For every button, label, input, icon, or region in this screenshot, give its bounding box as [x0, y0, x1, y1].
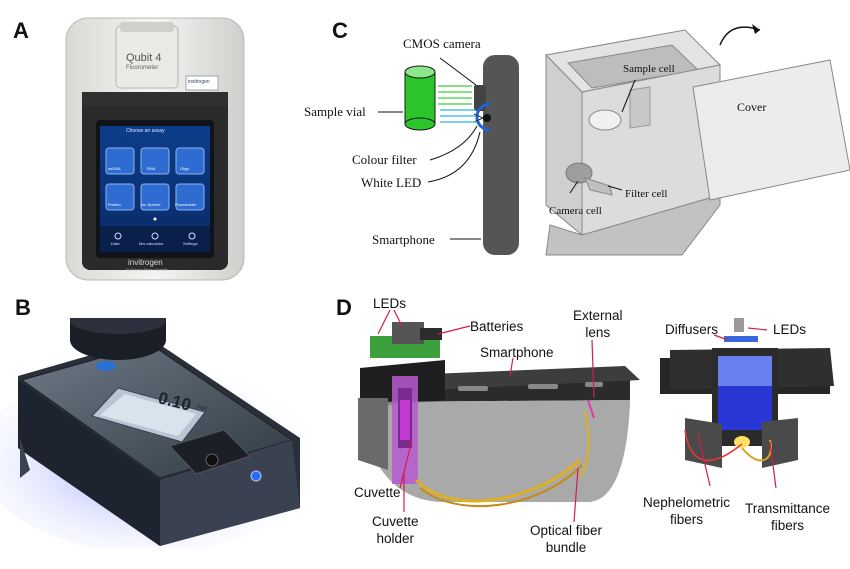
- label-cuvette-holder: Cuvette holder: [372, 513, 419, 547]
- label-transmittance-fibers-text: Transmittance fibers: [745, 501, 831, 533]
- qubit-device-illustration: [65, 17, 245, 281]
- label-nephelometric-fibers-text: Nephelometric fibers: [643, 495, 731, 527]
- label-cuvette: Cuvette: [354, 485, 401, 500]
- label-batteries: Batteries: [470, 319, 524, 334]
- panel-a-figure: [60, 12, 250, 287]
- label-nephelometric-fibers: Nephelometric fibers: [643, 494, 730, 528]
- label-external-lens-text: External lens: [573, 308, 623, 340]
- label-cmos-camera: CMOS camera: [403, 36, 481, 51]
- left-assembly: [358, 322, 640, 508]
- smartphone-turbidimeter-illustration: [358, 309, 834, 523]
- label-smartphone-d: Smartphone: [480, 345, 554, 360]
- panel-c-figure: [300, 0, 850, 290]
- label-cover: Cover: [737, 100, 767, 114]
- smartphone-colorimeter-schematic: [378, 24, 850, 256]
- label-external-lens: External lens: [573, 307, 623, 341]
- tile-label-protein: Protein: [108, 202, 121, 207]
- label-camera-cell: Camera cell: [549, 205, 602, 217]
- panel-letter-a: A: [13, 18, 29, 43]
- tile-label-ion-sphere: Ion Sphere: [141, 202, 161, 207]
- right-assembly: [660, 318, 834, 468]
- tile-label-fluorometer: Fluorometer: [175, 202, 197, 207]
- tile-label-rna: RNA: [147, 166, 156, 171]
- footer-brand: invitrogen: [128, 258, 163, 267]
- colorimeter-device-illustration: [0, 306, 320, 553]
- footer-sub: by Thermo Fisher Scientific: [126, 268, 169, 272]
- bottom-item-settings: Settings: [183, 241, 198, 246]
- panel-letter-d: D: [336, 295, 352, 320]
- label-sample-vial: Sample vial: [304, 104, 366, 119]
- tile-label-oligo: Oligo: [180, 166, 190, 171]
- label-leds-left: LEDs: [373, 296, 407, 311]
- cuvette-shape: [400, 400, 410, 440]
- cover-shape: [692, 59, 850, 201]
- label-cuvette-holder-text: Cuvette holder: [372, 514, 419, 546]
- leader-lines-d: [377, 309, 777, 523]
- label-white-led: White LED: [361, 175, 422, 190]
- label-leds-right: LEDs: [773, 322, 807, 337]
- qubit-brand-sub: Fluorometer: [126, 65, 159, 71]
- panel-letter-b: B: [15, 295, 31, 320]
- qubit-tag-label: invitrogen: [188, 79, 210, 85]
- sample-vial-shape: [404, 65, 436, 131]
- screen-title: Choose an assay: [126, 128, 165, 134]
- qubit-brand-label: Qubit 4: [126, 52, 161, 64]
- label-smartphone-c: Smartphone: [372, 232, 435, 247]
- qubit-brand-line1: Qubit 4: [126, 52, 162, 64]
- label-diffusers: Diffusers: [665, 322, 719, 337]
- grille-pattern: [82, 92, 228, 106]
- blue-light-arrows: [440, 109, 476, 123]
- colour-filter-shape: [475, 102, 491, 132]
- label-optical-fiber-bundle-text: Optical fiber bundle: [530, 523, 603, 555]
- label-filter-cell: Filter cell: [625, 188, 668, 200]
- assay-tiles: [105, 147, 205, 211]
- bottom-item-data: Data: [111, 241, 120, 246]
- panel-letter-c: C: [332, 18, 348, 43]
- label-optical-fiber-bundle: Optical fiber bundle: [530, 522, 602, 556]
- label-transmittance-fibers: Transmittance fibers: [745, 500, 830, 534]
- smartphone-body-shape: [483, 55, 519, 255]
- green-light-arrows: [438, 85, 472, 105]
- label-colour-filter: Colour filter: [352, 152, 417, 167]
- panel-d-figure: [330, 290, 850, 564]
- optical-fiber-bundle-shape: [414, 458, 582, 503]
- bottom-item-mw-calculator: Mw calculator: [139, 241, 164, 246]
- diffuser-shape: [724, 336, 758, 342]
- tile-label-dsdna: dsDNA: [108, 166, 121, 171]
- cell-holder-3d: [544, 24, 850, 256]
- label-sample-cell: Sample cell: [623, 63, 675, 75]
- led-shape-right: [734, 318, 744, 332]
- panel-b-figure: [0, 306, 320, 553]
